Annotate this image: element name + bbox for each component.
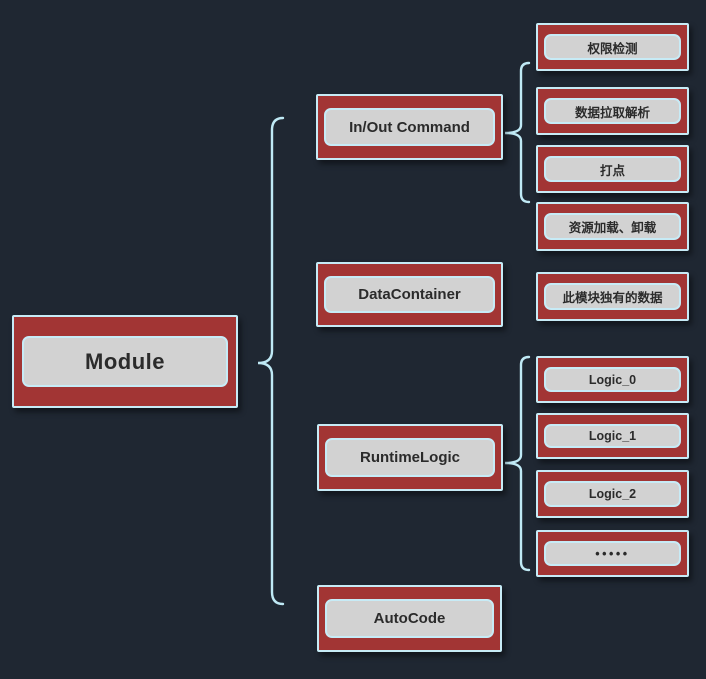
node-inout-command-label: In/Out Command	[324, 108, 495, 146]
node-ellipsis-label: •••••	[544, 541, 681, 566]
node-inout-command[interactable]: In/Out Command	[316, 94, 503, 160]
node-permission-check[interactable]: 权限检测	[536, 23, 689, 71]
node-ellipsis[interactable]: •••••	[536, 530, 689, 577]
node-autocode[interactable]: AutoCode	[317, 585, 502, 652]
node-autocode-label: AutoCode	[325, 599, 494, 638]
node-datacontainer-label: DataContainer	[324, 276, 495, 313]
node-runtimelogic-label: RuntimeLogic	[325, 438, 495, 477]
node-tracking[interactable]: 打点	[536, 145, 689, 193]
node-logic-2[interactable]: Logic_2	[536, 470, 689, 518]
node-module-unique-data[interactable]: 此模块独有的数据	[536, 272, 689, 321]
node-resource-load-unload-label: 资源加载、卸载	[544, 213, 681, 240]
node-module-unique-data-label: 此模块独有的数据	[544, 283, 681, 310]
brace-inout-command	[504, 61, 531, 204]
node-permission-check-label: 权限检测	[544, 34, 681, 60]
node-logic-0[interactable]: Logic_0	[536, 356, 689, 403]
node-runtimelogic[interactable]: RuntimeLogic	[317, 424, 503, 491]
node-logic-1-label: Logic_1	[544, 424, 681, 448]
node-datacontainer[interactable]: DataContainer	[316, 262, 503, 327]
node-logic-0-label: Logic_0	[544, 367, 681, 392]
node-logic-2-label: Logic_2	[544, 481, 681, 507]
brace-module	[257, 116, 285, 606]
node-data-fetch-parse-label: 数据拉取解析	[544, 98, 681, 124]
node-data-fetch-parse[interactable]: 数据拉取解析	[536, 87, 689, 135]
node-tracking-label: 打点	[544, 156, 681, 182]
node-resource-load-unload[interactable]: 资源加载、卸载	[536, 202, 689, 251]
node-module-label: Module	[22, 336, 228, 387]
node-logic-1[interactable]: Logic_1	[536, 413, 689, 459]
brace-runtime-logic	[504, 355, 531, 572]
node-module[interactable]: Module	[12, 315, 238, 408]
